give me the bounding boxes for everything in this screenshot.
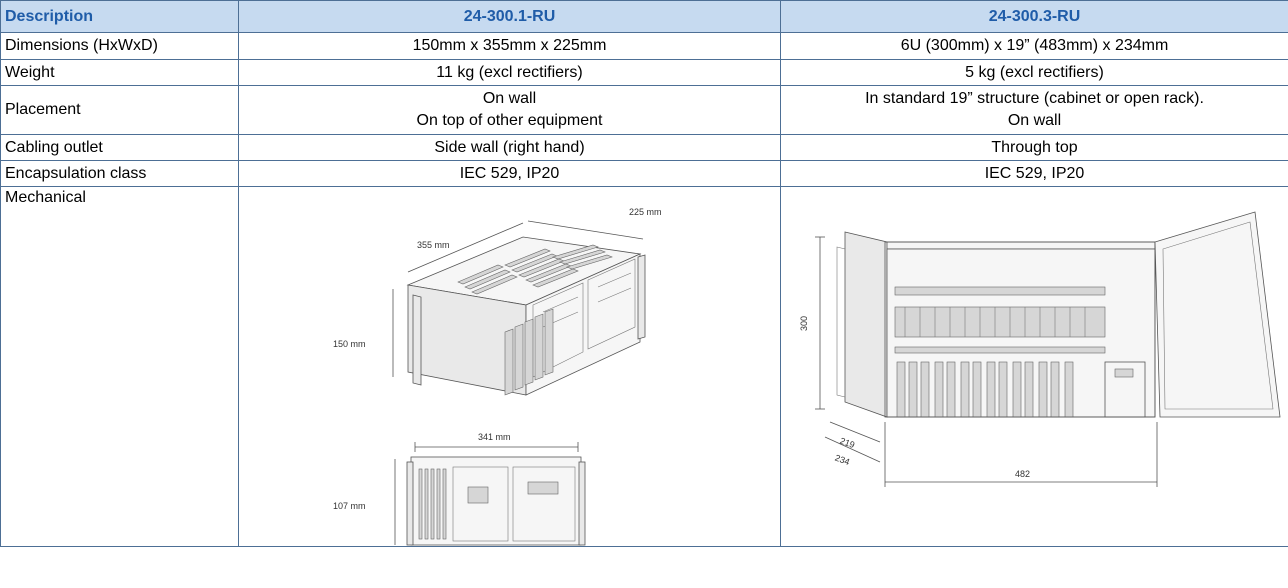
- model1-value-line: On top of other equipment: [416, 112, 603, 129]
- front-view-drawing: 341 mm: [333, 432, 586, 546]
- model1-drawing-cell: 355 mm 225 mm 150 mm 341 mm: [238, 186, 781, 547]
- model1-value-line: On wall: [482, 90, 537, 107]
- model3-value-line: On wall: [1007, 112, 1062, 129]
- model3-value: 6U (300mm) x 19” (483mm) x 234mm: [780, 32, 1288, 60]
- header-row: Description 24-300.1-RU 24-300.3-RU: [0, 0, 1288, 33]
- table-row: Dimensions (HxWxD) 150mm x 355mm x 225mm…: [0, 32, 1288, 60]
- model3-drawing-cell: 300 219 234 482: [780, 186, 1288, 547]
- row-label: Dimensions (HxWxD): [0, 32, 239, 60]
- spec-table: Description 24-300.1-RU 24-300.3-RU Dime…: [0, 0, 1288, 547]
- table-row: Mechanical: [0, 186, 1288, 547]
- dim-height-label: 150 mm: [333, 339, 366, 349]
- model3-value-line: In standard 19” structure (cabinet or op…: [865, 90, 1204, 107]
- row-label: Placement: [0, 85, 239, 135]
- row-label: Mechanical: [0, 186, 239, 547]
- row-label: Encapsulation class: [0, 160, 239, 187]
- rack-cabinet-drawing: 300 219 234 482: [799, 211, 1281, 487]
- header-model1: 24-300.1-RU: [238, 0, 781, 33]
- dim-cab-depth2-label: 234: [834, 453, 852, 468]
- table-row: Placement On wall On top of other equipm…: [0, 85, 1288, 135]
- model1-value: 11 kg (excl rectifiers): [238, 59, 781, 86]
- model3-value: IEC 529, IP20: [780, 160, 1288, 187]
- table-row: Cabling outlet Side wall (right hand) Th…: [0, 134, 1288, 161]
- model3-value: In standard 19” structure (cabinet or op…: [780, 85, 1288, 135]
- dim-cab-width-label: 482: [1015, 469, 1030, 479]
- model1-value: Side wall (right hand): [238, 134, 781, 161]
- dim-cab-height-label: 300: [799, 316, 809, 331]
- header-model3: 24-300.3-RU: [780, 0, 1288, 33]
- dim-width-label: 355 mm: [417, 240, 450, 250]
- header-description: Description: [0, 0, 239, 33]
- table-row: Weight 11 kg (excl rectifiers) 5 kg (exc…: [0, 59, 1288, 86]
- dim-cab-depth1-label: 219: [839, 436, 857, 451]
- isometric-enclosure-drawing: 355 mm 225 mm 150 mm: [333, 207, 662, 396]
- dim-front-width-label: 341 mm: [478, 432, 511, 442]
- model1-value: On wall On top of other equipment: [238, 85, 781, 135]
- model3-value: 5 kg (excl rectifiers): [780, 59, 1288, 86]
- model1-mechanical-drawing: 355 mm 225 mm 150 mm 341 mm: [333, 207, 662, 546]
- row-label: Weight: [0, 59, 239, 86]
- model1-value: 150mm x 355mm x 225mm: [238, 32, 781, 60]
- dim-front-height-label: 107 mm: [333, 501, 366, 511]
- row-label: Cabling outlet: [0, 134, 239, 161]
- model1-value: IEC 529, IP20: [238, 160, 781, 187]
- model3-value: Through top: [780, 134, 1288, 161]
- table-row: Encapsulation class IEC 529, IP20 IEC 52…: [0, 160, 1288, 187]
- dim-depth-label: 225 mm: [629, 207, 662, 217]
- model3-mechanical-drawing: 300 219 234 482: [799, 211, 1281, 487]
